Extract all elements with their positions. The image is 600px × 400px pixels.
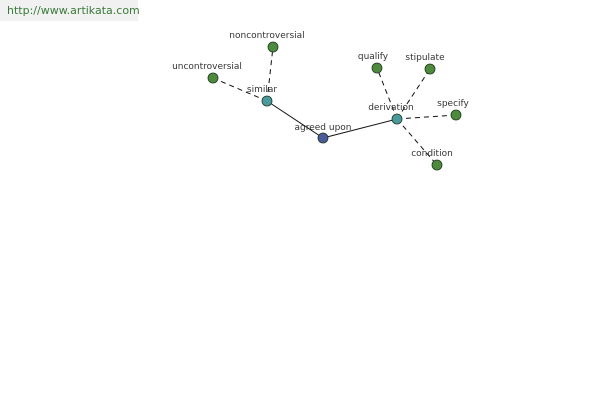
edge-derivation-to-specify xyxy=(396,114,457,120)
node-label-uncontroversial[interactable]: uncontroversial xyxy=(172,62,242,72)
edge-similar-to-noncontroversial xyxy=(266,46,274,102)
node-dot-derivation[interactable] xyxy=(391,113,403,125)
node-dot-noncontroversial[interactable] xyxy=(267,41,279,53)
edge-derivation-to-stipulate xyxy=(396,68,431,120)
site-url-link[interactable]: http://www.artikata.com xyxy=(7,4,140,17)
node-condition[interactable]: condition xyxy=(411,149,453,171)
edge-similar-to-uncontroversial xyxy=(212,77,268,102)
node-noncontroversial[interactable]: noncontroversial xyxy=(229,31,305,53)
node-similar[interactable]: similar xyxy=(247,85,277,107)
node-dot-condition[interactable] xyxy=(431,159,443,171)
nodes-layer: agreed upon similar derivation noncontrover… xyxy=(172,31,470,171)
edge-agreed-upon-to-similar xyxy=(266,100,324,139)
edge-derivation-to-condition xyxy=(396,118,438,166)
node-label-stipulate[interactable]: stipulate xyxy=(405,53,445,63)
node-label-derivation[interactable]: derivation xyxy=(368,103,414,113)
node-stipulate[interactable]: stipulate xyxy=(405,53,445,75)
node-label-qualify[interactable]: qualify xyxy=(358,52,389,62)
node-label-noncontroversial[interactable]: noncontroversial xyxy=(229,31,304,41)
edge-agreed-upon-to-derivation xyxy=(322,118,398,139)
edges-layer xyxy=(212,46,457,166)
node-dot-uncontroversial[interactable] xyxy=(207,72,219,84)
node-label-specify[interactable]: specify xyxy=(437,99,469,109)
node-label-condition[interactable]: condition xyxy=(411,149,453,159)
node-dot-stipulate[interactable] xyxy=(424,63,436,75)
node-dot-specify[interactable] xyxy=(450,109,462,121)
node-label-agreed-upon[interactable]: agreed upon xyxy=(294,123,351,133)
node-derivation[interactable]: derivation xyxy=(368,103,414,125)
node-qualify[interactable]: qualify xyxy=(358,52,389,74)
edge-derivation-to-qualify xyxy=(376,67,398,120)
node-dot-qualify[interactable] xyxy=(371,62,383,74)
node-dot-agreed-upon[interactable] xyxy=(317,132,329,144)
node-specify[interactable]: specify xyxy=(437,99,470,121)
node-agreed-upon[interactable]: agreed upon xyxy=(294,123,352,144)
node-uncontroversial[interactable]: uncontroversial xyxy=(172,62,242,84)
node-dot-similar[interactable] xyxy=(261,95,273,107)
site-url-banner: http://www.artikata.com xyxy=(0,0,140,21)
node-label-similar[interactable]: similar xyxy=(247,85,277,95)
